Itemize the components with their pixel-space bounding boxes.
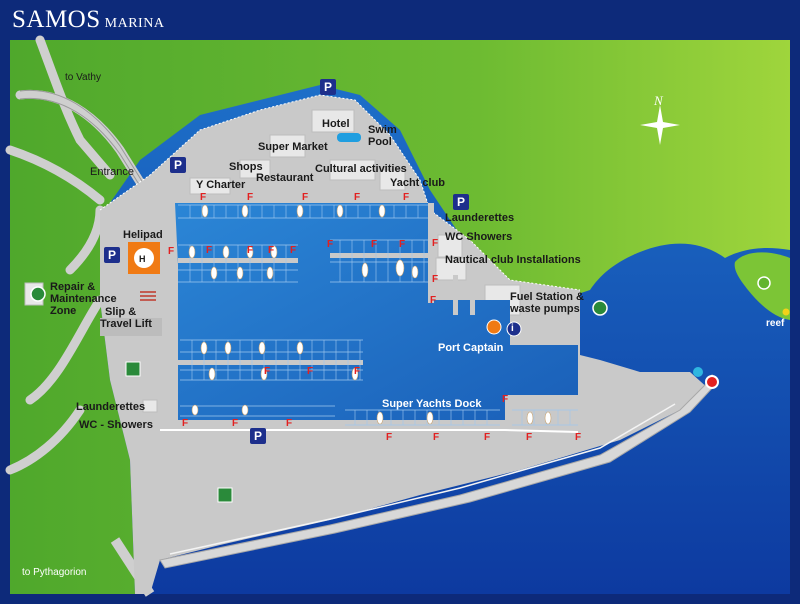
label-travel-lift: Travel Lift [100,318,152,330]
roads [5,35,150,475]
reef-marker-yellow [782,308,790,316]
slip-ramp [140,291,156,301]
label-nautical-club: Nautical club Installations [445,254,581,266]
fuel-icon: F [182,418,189,429]
parking-icon: P [170,157,186,173]
north-letter: N [654,93,663,108]
berth-grid [178,204,578,426]
helipad-mark: H [139,254,146,264]
fuel-icon: F [354,192,361,203]
fuel-icon: F [526,432,533,443]
lighthouse-beacon [693,367,703,377]
label-super-yachts-dock: Super Yachts Dock [382,398,482,410]
parking-icon: P [453,194,469,210]
label-reef: reef [766,318,785,329]
port-captain-marker [486,319,502,335]
fuel-icon: F [290,245,297,256]
fuel-icon: F [399,239,406,250]
boundary-line [99,94,581,291]
fuel-icon: F [432,274,439,285]
anchor-sign-south [217,487,233,503]
fuel-icon: F [354,366,361,377]
fuel-icon: F [432,238,439,249]
fuel-icon: F [430,295,437,306]
fuel-icon: F [502,394,509,405]
label-restaurant: Restaurant [256,172,314,184]
label-launderettes-east: Launderettes [445,212,515,224]
label-repair-3: Zone [50,305,77,317]
travel-lift-area [100,318,162,336]
fuel-icon: F [286,418,293,429]
title-main: SAMOS [12,6,101,33]
anchor-sign-north [125,361,141,377]
label-launderettes-west: Launderettes [76,401,146,413]
label-y-charter: Y Charter [196,179,246,191]
label-swim: Swim [368,124,397,136]
label-port-captain: Port Captain [438,342,504,354]
compass-star-icon [640,105,680,145]
label-fuel-station-2: waste pumps [510,303,580,315]
label-shops: Shops [229,161,263,173]
label-wc-showers-east: WC Showers [445,231,513,243]
repair-marker [30,286,46,302]
label-helipad: Helipad [123,229,163,241]
fuel-icon: F [247,245,254,256]
fuel-icon: F [386,432,393,443]
label-entrance: Entrance [90,166,135,178]
info-circle [506,321,522,337]
label-repair-1: Repair & [50,281,96,293]
label-pool: Pool [368,136,392,148]
label-wc-showers-west: WC - Showers [79,419,153,431]
label-to-pythagorion: to Pythagorion [22,567,87,578]
fuel-drop-marker [592,300,608,316]
info-icon: i [511,323,514,334]
fuel-icon: F [268,245,275,256]
label-fuel-station-1: Fuel Station & [510,291,584,303]
south-quay [160,429,579,433]
label-to-vathy: to Vathy [65,72,101,83]
parking-icon: P [104,247,120,263]
boats [188,204,552,425]
fuel-icon: F [168,246,175,257]
fuel-icon: F [264,366,271,377]
fuel-icon: F [327,239,334,250]
compass: N [640,93,680,145]
fuel-icon: F [307,366,314,377]
fuel-icon: F [575,432,582,443]
parking-icon: P [320,79,336,95]
label-slip: Slip & [105,306,137,318]
label-super-market: Super Market [258,141,328,153]
road-edges [19,89,146,195]
label-hotel: Hotel [322,118,350,130]
fuel-icon: F [403,192,410,203]
breakwater-line [169,403,676,555]
fuel-icon: F [484,432,491,443]
parking-icon: P [250,428,266,444]
label-repair-2: Maintenance [50,293,117,305]
lighthouse-red [705,375,719,389]
fuel-icon: F [232,418,239,429]
fuel-icon: F [371,239,378,250]
reef-marker-green [757,276,771,290]
label-cultural: Cultural activities [315,163,407,175]
fuel-icon: F [200,192,207,203]
swim-pool [337,133,361,142]
fuel-icon: F [302,192,309,203]
fuel-icon: F [206,245,213,256]
helipad-circle [134,248,154,268]
label-yacht-club: Yacht club [390,177,446,189]
fuel-icon: F [433,432,440,443]
land [10,40,790,594]
title-sub: MARINA [104,16,165,31]
fuel-icon: F [247,192,254,203]
